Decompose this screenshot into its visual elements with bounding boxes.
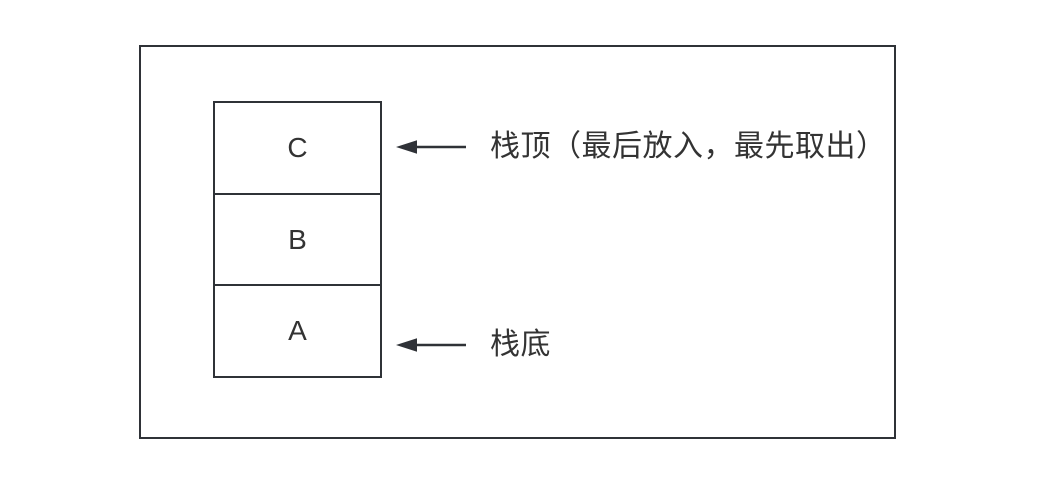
left-arrow-icon bbox=[396, 140, 466, 154]
stack-top-annotation: 栈顶（最后放入，最先取出） bbox=[396, 132, 887, 162]
stack-bottom-label: 栈底 bbox=[490, 328, 551, 361]
stack-cell-middle: B bbox=[215, 192, 380, 285]
stack-cell-bottom: A bbox=[215, 284, 380, 377]
stack-bottom-annotation: 栈底 bbox=[396, 330, 551, 360]
left-arrow-icon bbox=[396, 338, 466, 352]
stack-top-label: 栈顶（最后放入，最先取出） bbox=[490, 130, 887, 163]
stack-container: C B A bbox=[213, 101, 382, 378]
stack-cell-top: C bbox=[215, 103, 380, 193]
